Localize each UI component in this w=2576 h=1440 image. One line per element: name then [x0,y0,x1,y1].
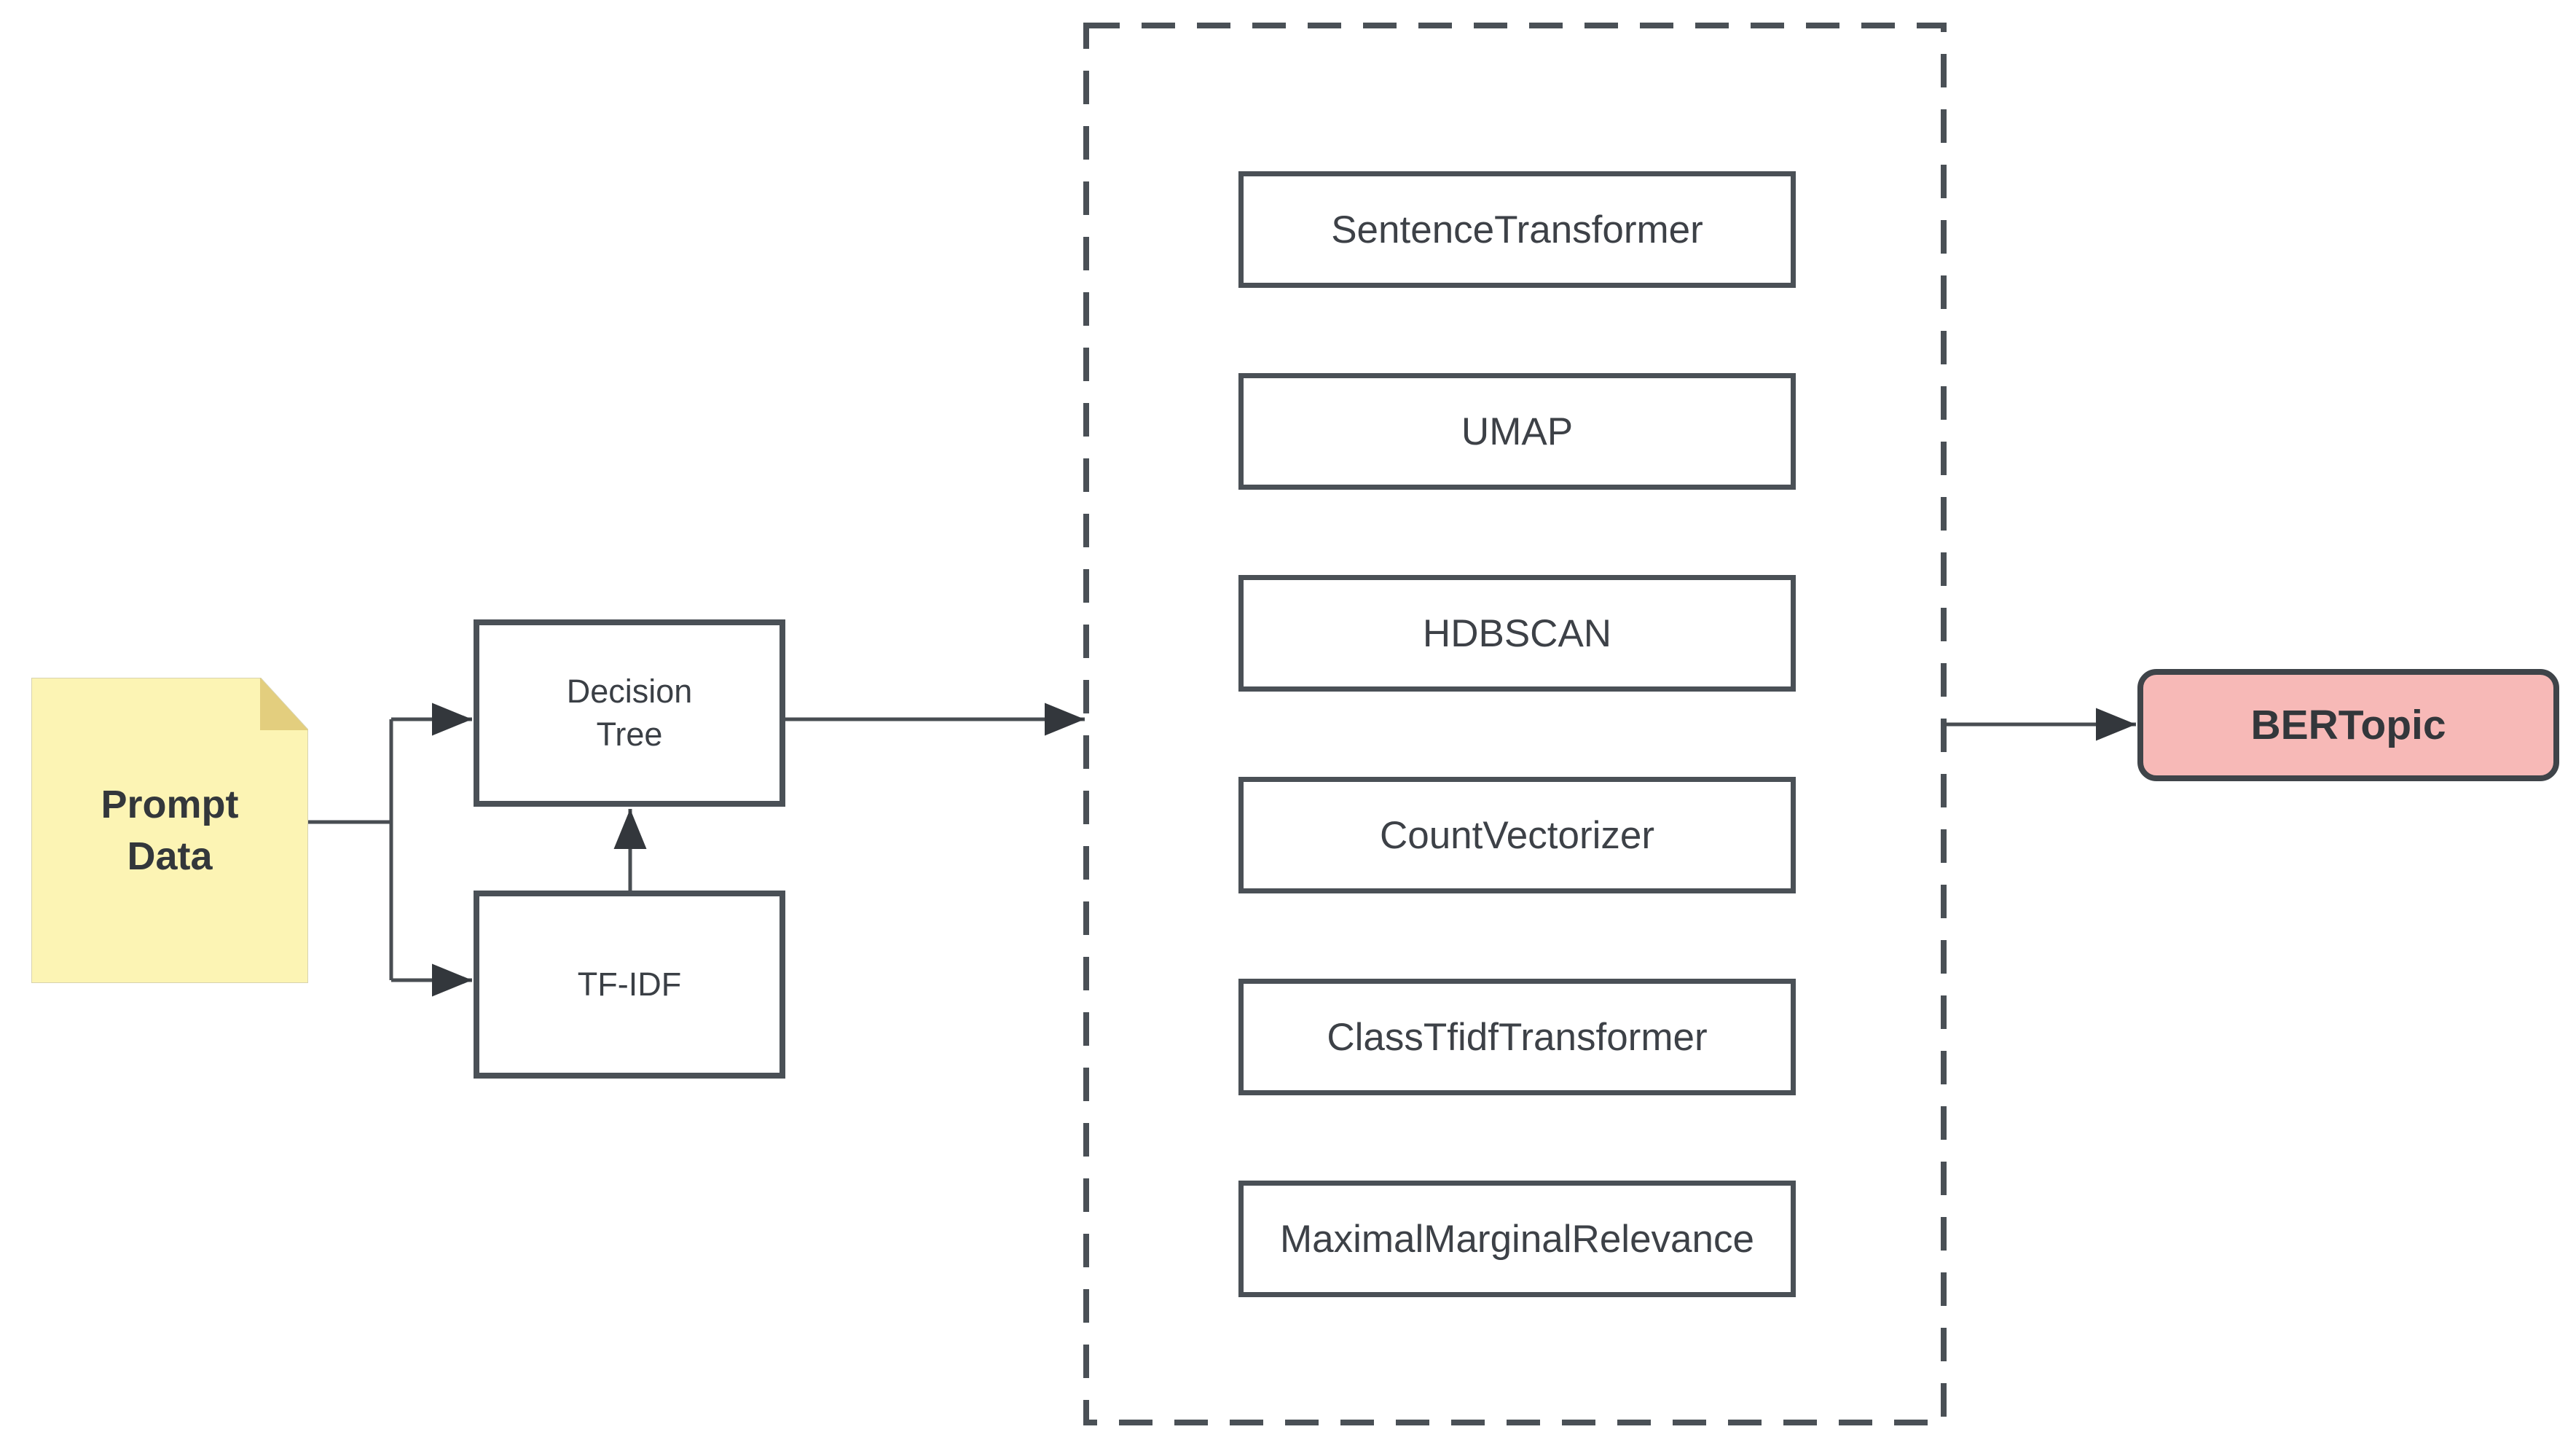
node-decision-tree: Decision Tree [474,619,785,807]
note-fold-corner [260,678,308,730]
node-umap: UMAP [1238,373,1796,490]
count-vectorizer-label: CountVectorizer [1379,813,1655,857]
node-prompt-data: Prompt Data [31,678,308,983]
note-shape [31,678,308,983]
tf-idf-label: TF-IDF [577,966,682,1003]
maximal-marginal-relevance-label: MaximalMarginalRelevance [1280,1217,1754,1261]
node-maximal-marginal-relevance: MaximalMarginalRelevance [1238,1181,1796,1297]
class-tfidf-transformer-label: ClassTfidfTransformer [1327,1015,1708,1059]
bertopic-label: BERTopic [2250,702,2446,748]
prompt-data-label: Prompt Data [101,783,239,878]
node-sentence-transformer: SentenceTransformer [1238,171,1796,288]
node-tf-idf: TF-IDF [474,891,785,1079]
sentence-transformer-label: SentenceTransformer [1331,208,1703,251]
hdbscan-label: HDBSCAN [1422,611,1612,655]
umap-label: UMAP [1461,410,1574,453]
decision-tree-label: Decision Tree [566,673,693,753]
node-class-tfidf-transformer: ClassTfidfTransformer [1238,979,1796,1095]
pipeline-container: SentenceTransformer UMAP HDBSCAN CountVe… [1086,26,1944,1423]
node-hdbscan: HDBSCAN [1238,575,1796,692]
node-bertopic: BERTopic [2137,669,2559,781]
node-count-vectorizer: CountVectorizer [1238,777,1796,893]
